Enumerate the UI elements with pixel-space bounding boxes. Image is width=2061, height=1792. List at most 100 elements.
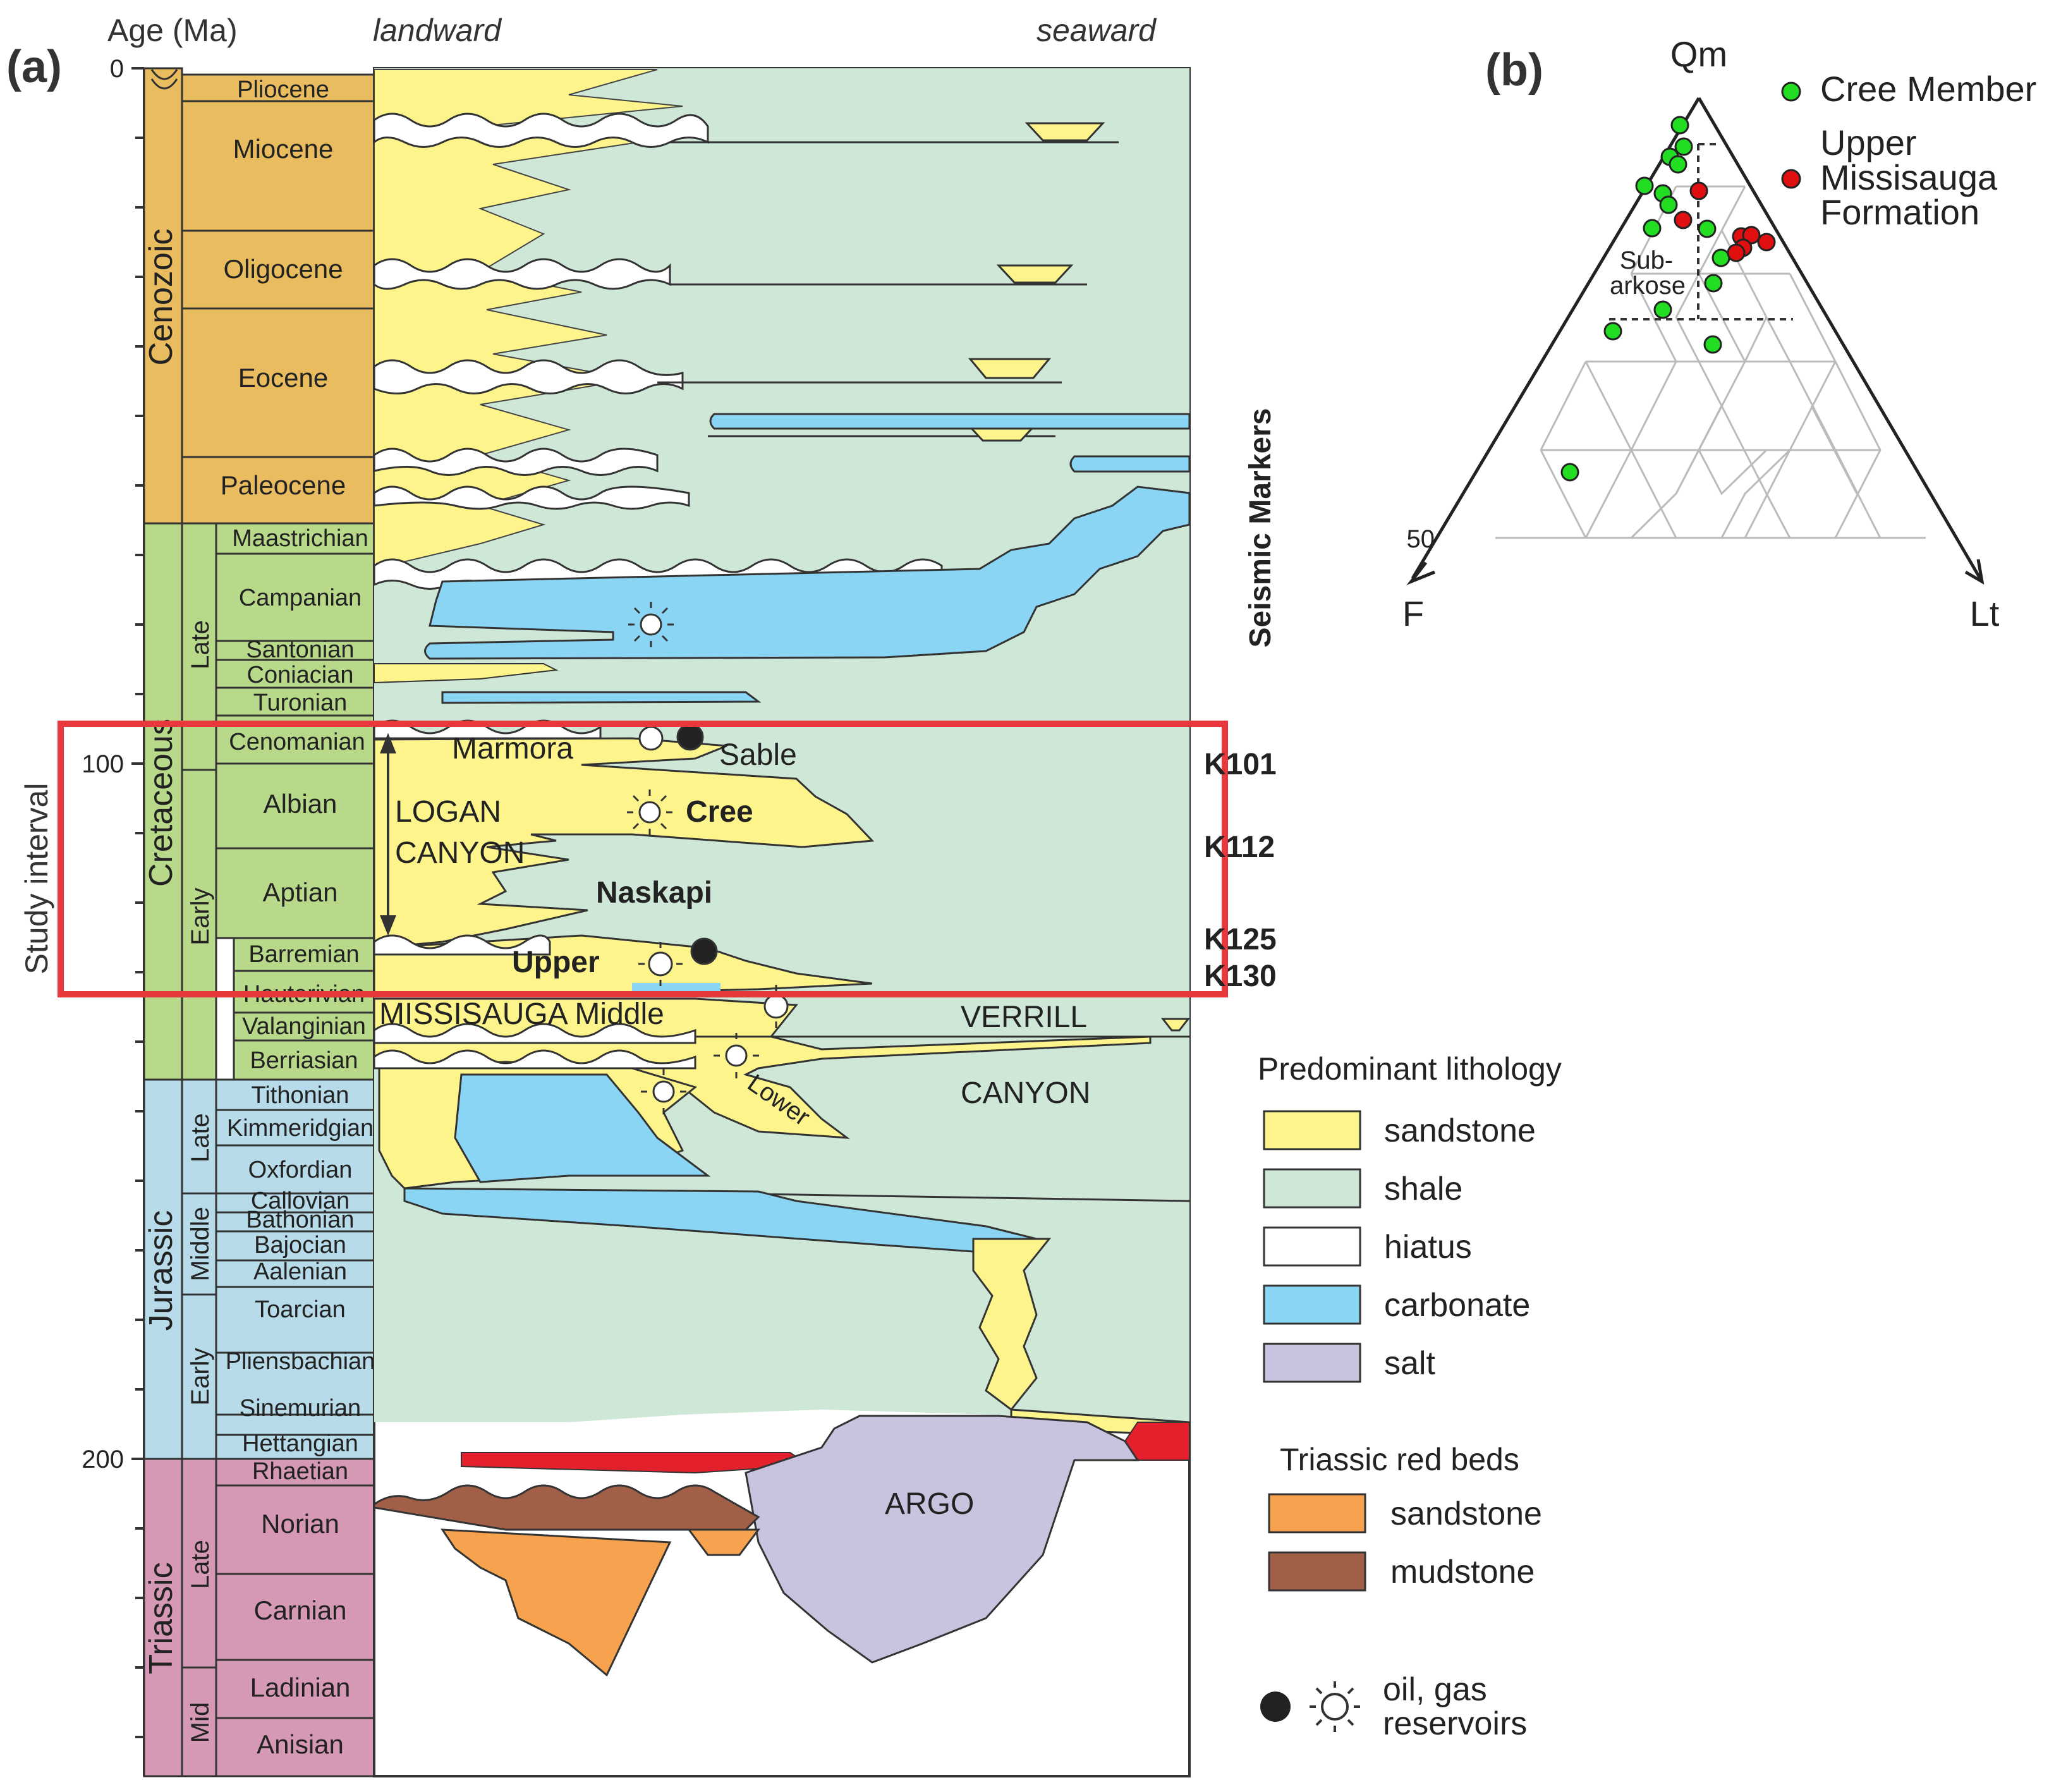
seismic-marker-k101: K101 bbox=[1204, 748, 1277, 781]
formation-canyon-1: CANYON bbox=[395, 836, 525, 870]
stage-aalenian: Aalenian bbox=[253, 1259, 347, 1285]
stage-coniacian: Coniacian bbox=[247, 662, 354, 688]
seaward-label: seaward bbox=[1037, 13, 1157, 48]
stage-turonian: Turonian bbox=[253, 690, 348, 716]
legend-triassic-title: Triassic red beds bbox=[1280, 1442, 1519, 1477]
data-point-cree bbox=[1698, 219, 1717, 238]
legend-swatch-carbonate bbox=[1263, 1284, 1361, 1325]
formation-argo: ARGO bbox=[885, 1487, 974, 1521]
epoch-oligocene: Oligocene bbox=[223, 254, 343, 284]
apex-qm-label: Qm bbox=[1670, 34, 1727, 74]
study-interval-box bbox=[58, 721, 1228, 997]
subepoch-t-mid: Mid bbox=[186, 1702, 214, 1743]
reservoir-symbols bbox=[627, 602, 789, 1114]
study-interval-label: Study interval bbox=[19, 783, 54, 975]
stage-rhaetian: Rhaetian bbox=[252, 1458, 348, 1485]
seismic-marker-k130: K130 bbox=[1204, 960, 1277, 993]
data-point-cree bbox=[1659, 195, 1678, 214]
age-tick-100: 100 bbox=[82, 750, 124, 778]
stage-tithonian: Tithonian bbox=[252, 1082, 350, 1109]
legend-lithology: sandstone shale hiatus carbonate salt bbox=[1263, 1110, 1536, 1383]
subepoch-k-late: Late bbox=[186, 620, 214, 669]
data-point-cree bbox=[1711, 248, 1730, 267]
oil-reservoir-icon bbox=[676, 723, 704, 751]
formation-upper: Upper bbox=[512, 946, 600, 979]
data-point-cree bbox=[1669, 155, 1687, 174]
formation-cree: Cree bbox=[686, 795, 753, 829]
epoch-paleocene: Paleocene bbox=[221, 470, 346, 500]
era-cretaceous-band bbox=[143, 522, 183, 1081]
formation-canyon-2: CANYON bbox=[961, 1076, 1090, 1110]
legend-label-carbonate: carbonate bbox=[1384, 1287, 1530, 1324]
panel-b-label: (b) bbox=[1485, 45, 1543, 95]
stage-cenomanian: Cenomanian bbox=[229, 729, 365, 755]
stage-hettangian: Hettangian bbox=[242, 1430, 358, 1457]
subepoch-j-early: Early bbox=[186, 1348, 214, 1405]
era-cretaceous: Cretaceous bbox=[143, 719, 179, 887]
legend-gas-icon bbox=[1310, 1681, 1360, 1732]
legend-label-sandstone: sandstone bbox=[1384, 1112, 1536, 1149]
oil-reservoir-icon bbox=[690, 937, 718, 965]
legend-reservoir-label-2: reservoirs bbox=[1383, 1705, 1527, 1742]
gas-reservoir-icon bbox=[714, 1033, 759, 1078]
data-point-upper-missisauga bbox=[1689, 181, 1708, 200]
legend-swatch-triassic-mudstone bbox=[1268, 1551, 1366, 1592]
cenozoic-epochs bbox=[181, 73, 375, 525]
panel-a-label: (a) bbox=[6, 42, 62, 92]
data-point-cree bbox=[1653, 300, 1672, 319]
legend-swatch-triassic-sandstone bbox=[1268, 1493, 1366, 1533]
legend-label-triassic-mudstone: mudstone bbox=[1390, 1554, 1535, 1590]
stage-berriasian: Berriasian bbox=[250, 1047, 358, 1074]
subepoch-t-late: Late bbox=[186, 1540, 214, 1589]
era-column bbox=[143, 67, 183, 1777]
gas-reservoir-icon bbox=[638, 942, 683, 986]
stage-sinemurian: Sinemurian bbox=[240, 1395, 361, 1422]
stage-campanian: Campanian bbox=[239, 585, 362, 611]
lithology-section bbox=[373, 67, 1191, 1777]
stage-pliensbachian: Pliensbachian bbox=[226, 1348, 375, 1375]
era-cenozoic: Cenozoic bbox=[143, 229, 179, 366]
legend-swatch-sandstone bbox=[1263, 1110, 1361, 1150]
stage-kimmeridgian: Kimmeridgian bbox=[227, 1115, 374, 1142]
legend-reservoir-label-1: oil, gas bbox=[1383, 1671, 1487, 1708]
stage-santonian: Santonian bbox=[246, 637, 354, 663]
data-point-cree bbox=[1560, 463, 1579, 482]
stage-albian: Albian bbox=[264, 789, 337, 819]
stage-labels: Maastrichian Campanian Santonian Coniaci… bbox=[226, 525, 375, 1759]
stage-maastrichian: Maastrichian bbox=[232, 525, 368, 552]
epoch-pliocene: Pliocene bbox=[237, 76, 329, 103]
landward-label: landward bbox=[373, 13, 502, 48]
legend-swatch-salt bbox=[1263, 1343, 1361, 1383]
gas-reservoir-icon bbox=[628, 602, 674, 647]
data-point-cree bbox=[1603, 322, 1622, 341]
data-point-cree bbox=[1643, 219, 1662, 238]
data-point-upper-missisauga bbox=[1757, 233, 1776, 252]
legend-triassic: sandstone mudstone bbox=[1268, 1493, 1542, 1592]
legend-label-triassic-sandstone: sandstone bbox=[1390, 1496, 1542, 1532]
legend-label-hiatus: hiatus bbox=[1384, 1229, 1472, 1265]
data-point-upper-missisauga bbox=[1742, 226, 1761, 245]
data-point-cree bbox=[1670, 116, 1689, 135]
data-point-cree bbox=[1635, 176, 1654, 195]
seismic-marker-k125: K125 bbox=[1204, 923, 1277, 956]
legend-swatch-shale bbox=[1263, 1168, 1361, 1209]
formation-missisauga-middle: MISSISAUGA Middle bbox=[379, 997, 664, 1031]
stage-barremian: Barremian bbox=[248, 941, 359, 968]
formation-logan: LOGAN bbox=[395, 795, 501, 829]
legend-oil-icon bbox=[1260, 1691, 1291, 1722]
subepoch-k-early: Early bbox=[186, 887, 214, 945]
data-point-cree bbox=[1704, 274, 1723, 293]
era-triassic: Triassic bbox=[143, 1562, 179, 1674]
ternary-diagram: Qm F Lt 50 Sub- arkose bbox=[1402, 34, 2036, 633]
cree-points bbox=[1560, 116, 1730, 482]
age-tick-200: 200 bbox=[82, 1446, 124, 1473]
subepoch-j-late: Late bbox=[186, 1113, 214, 1162]
legend-upper-label-3: Formation bbox=[1820, 192, 1979, 232]
apex-f-label: F bbox=[1402, 594, 1424, 633]
stage-ladinian: Ladinian bbox=[250, 1673, 351, 1702]
stage-bajocian: Bajocian bbox=[254, 1232, 346, 1259]
legend-upper-label-1: Upper bbox=[1820, 123, 1917, 162]
legend-label-shale: shale bbox=[1384, 1171, 1462, 1207]
legend-lithology-title: Predominant lithology bbox=[1258, 1051, 1562, 1087]
